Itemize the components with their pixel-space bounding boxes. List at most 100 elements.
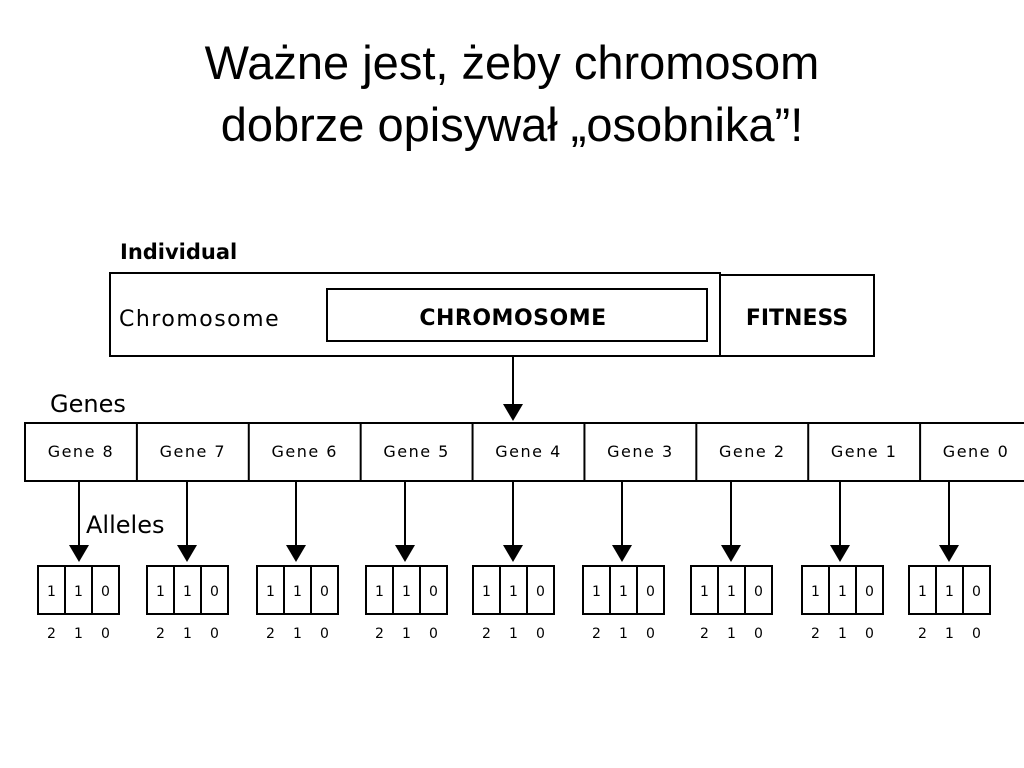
gene-to-alleles-arrow bbox=[395, 545, 415, 562]
allele-group: 1 2 1 1 0 0 bbox=[908, 565, 991, 642]
allele-index: 0 bbox=[865, 626, 874, 642]
allele-value: 1 bbox=[482, 584, 491, 600]
allele-value: 1 bbox=[156, 584, 165, 600]
gene-label: Gene 1 bbox=[831, 442, 898, 461]
allele-index: 1 bbox=[293, 626, 302, 642]
genes-label: Genes bbox=[50, 390, 126, 418]
allele-group: 1 2 1 1 0 0 bbox=[146, 565, 229, 642]
allele-index: 0 bbox=[536, 626, 545, 642]
gene-to-alleles-arrow bbox=[177, 545, 197, 562]
slide-title-line-2: dobrze opisywał „osobnika”! bbox=[220, 98, 804, 151]
gene-to-alleles-arrow bbox=[939, 545, 959, 562]
allele-value: 1 bbox=[47, 584, 56, 600]
allele-index: 2 bbox=[156, 626, 165, 642]
allele-value: 0 bbox=[210, 584, 219, 600]
allele-value: 1 bbox=[918, 584, 927, 600]
allele-index: 0 bbox=[754, 626, 763, 642]
alleles-label: Alleles bbox=[86, 511, 164, 539]
allele-index: 1 bbox=[945, 626, 954, 642]
allele-group: 1 2 1 1 0 0 bbox=[365, 565, 448, 642]
allele-value: 0 bbox=[101, 584, 110, 600]
gene-label: Gene 0 bbox=[943, 442, 1010, 461]
fitness-label: FITNESS bbox=[746, 306, 848, 331]
chromosome-box bbox=[326, 288, 708, 342]
allele-value: 1 bbox=[619, 584, 628, 600]
gene-label: Gene 6 bbox=[271, 442, 338, 461]
allele-value: 1 bbox=[74, 584, 83, 600]
allele-value: 1 bbox=[700, 584, 709, 600]
fitness-box bbox=[719, 274, 875, 357]
allele-index: 0 bbox=[101, 626, 110, 642]
allele-index: 1 bbox=[619, 626, 628, 642]
allele-value: 0 bbox=[972, 584, 981, 600]
allele-group-box bbox=[365, 565, 448, 615]
gene-to-alleles-arrow bbox=[286, 545, 306, 562]
allele-group-box bbox=[256, 565, 339, 615]
gene-to-alleles-arrow bbox=[69, 545, 89, 562]
allele-group-box bbox=[146, 565, 229, 615]
allele-value: 0 bbox=[646, 584, 655, 600]
allele-value: 1 bbox=[375, 584, 384, 600]
allele-index: 2 bbox=[918, 626, 927, 642]
allele-value: 1 bbox=[727, 584, 736, 600]
allele-value: 1 bbox=[945, 584, 954, 600]
gene-label: Gene 7 bbox=[160, 442, 227, 461]
gene-row-box bbox=[24, 422, 1024, 482]
allele-index: 0 bbox=[429, 626, 438, 642]
allele-index: 2 bbox=[375, 626, 384, 642]
gene-to-alleles-arrow bbox=[721, 545, 741, 562]
gene-label: Gene 2 bbox=[719, 442, 786, 461]
allele-group-box bbox=[472, 565, 555, 615]
allele-group-box bbox=[801, 565, 884, 615]
chromosome-label: Chromosome bbox=[119, 307, 280, 332]
allele-index: 2 bbox=[266, 626, 275, 642]
gene-to-alleles-arrow bbox=[503, 545, 523, 562]
allele-index: 2 bbox=[47, 626, 56, 642]
allele-index: 0 bbox=[320, 626, 329, 642]
allele-group: 1 2 1 1 0 0 bbox=[582, 565, 665, 642]
allele-value: 0 bbox=[429, 584, 438, 600]
gene-to-alleles-arrow bbox=[830, 545, 850, 562]
allele-index: 2 bbox=[700, 626, 709, 642]
allele-index: 1 bbox=[509, 626, 518, 642]
allele-group: 1 2 1 1 0 0 bbox=[690, 565, 773, 642]
allele-index: 1 bbox=[183, 626, 192, 642]
allele-index: 0 bbox=[210, 626, 219, 642]
allele-value: 1 bbox=[811, 584, 820, 600]
allele-value: 1 bbox=[509, 584, 518, 600]
gene-label: Gene 5 bbox=[383, 442, 450, 461]
gene-label: Gene 8 bbox=[48, 442, 115, 461]
allele-value: 1 bbox=[266, 584, 275, 600]
gene-label: Gene 3 bbox=[607, 442, 674, 461]
allele-value: 1 bbox=[592, 584, 601, 600]
allele-value: 0 bbox=[536, 584, 545, 600]
allele-value: 0 bbox=[754, 584, 763, 600]
allele-index: 1 bbox=[838, 626, 847, 642]
chromosome-box-label: CHROMOSOME bbox=[419, 306, 606, 331]
slide-title: Ważne jest, żeby chromosom dobrze opisyw… bbox=[0, 32, 1024, 156]
allele-group-box bbox=[37, 565, 120, 615]
allele-value: 0 bbox=[320, 584, 329, 600]
allele-group-box bbox=[908, 565, 991, 615]
allele-index: 1 bbox=[727, 626, 736, 642]
allele-value: 0 bbox=[865, 584, 874, 600]
allele-group-box bbox=[690, 565, 773, 615]
individual-label: Individual bbox=[120, 240, 237, 264]
allele-index: 2 bbox=[592, 626, 601, 642]
allele-index: 0 bbox=[646, 626, 655, 642]
allele-value: 1 bbox=[838, 584, 847, 600]
allele-index: 1 bbox=[402, 626, 411, 642]
gene-to-alleles-arrow bbox=[612, 545, 632, 562]
chromosome-to-genes-arrow bbox=[503, 404, 523, 421]
allele-value: 1 bbox=[402, 584, 411, 600]
slide-title-line-1: Ważne jest, żeby chromosom bbox=[204, 36, 820, 89]
allele-index: 0 bbox=[972, 626, 981, 642]
allele-value: 1 bbox=[183, 584, 192, 600]
allele-groups: 1211001211001211001211001211001211001211… bbox=[37, 481, 991, 642]
